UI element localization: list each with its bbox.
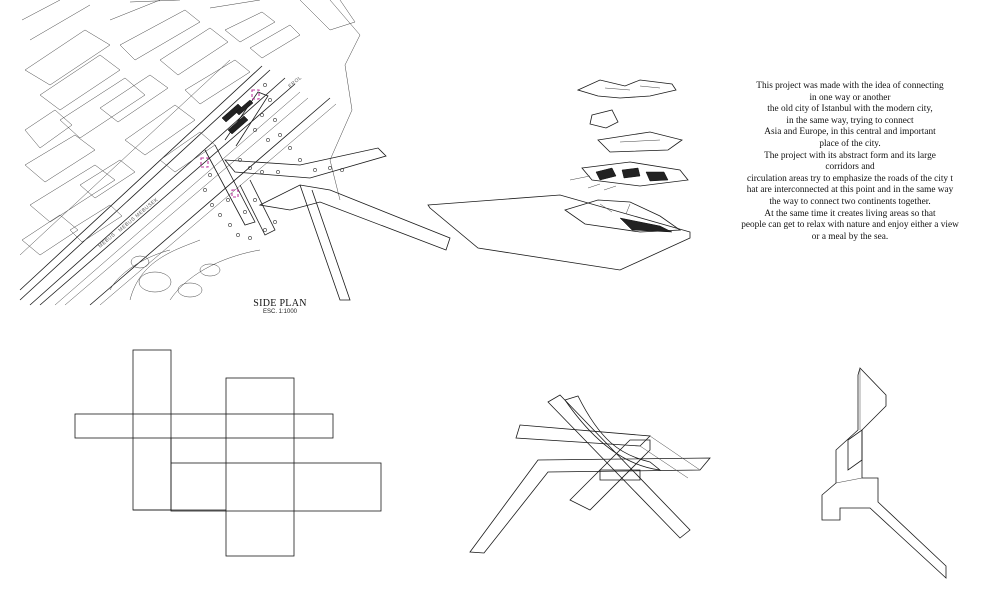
diagram-intersecting-bars [469,394,711,554]
diagram-tower [821,367,947,579]
description-line: This project was made with the idea of c… [756,81,944,91]
description-line: At the same time it creates living areas… [764,208,936,219]
site-plan-urban-fabric [19,0,361,306]
site-plan-proposal [200,83,451,301]
description-line: or a meal by the sea. [811,231,889,242]
description-line: in one way or another [809,92,891,103]
description-line: corridors and [825,162,875,173]
plan-scale: ESC. 1:1000 [262,309,298,315]
description-line: people can get to relax with nature and … [741,220,959,231]
description-line: hat are interconnected at this point and… [746,185,954,196]
description-line: circulation areas try to emphasize the r… [746,173,953,184]
tree-dots [203,83,344,240]
description-line: Asia and Europe, in this central and imp… [764,127,936,138]
description-line: the way to connect two continents togeth… [769,196,931,207]
plan-title: SIDE PLAN [253,298,307,309]
description-line: in the same way, trying to connect [786,115,914,126]
project-description: This project was made with the idea of c… [735,81,965,243]
description-line: place of the city. [819,138,881,149]
description-line: the old city of Istanbul with the modern… [767,104,933,115]
description-line: The project with its abstract form and i… [764,150,936,161]
diagram-overlapping-rectangles [74,349,382,557]
